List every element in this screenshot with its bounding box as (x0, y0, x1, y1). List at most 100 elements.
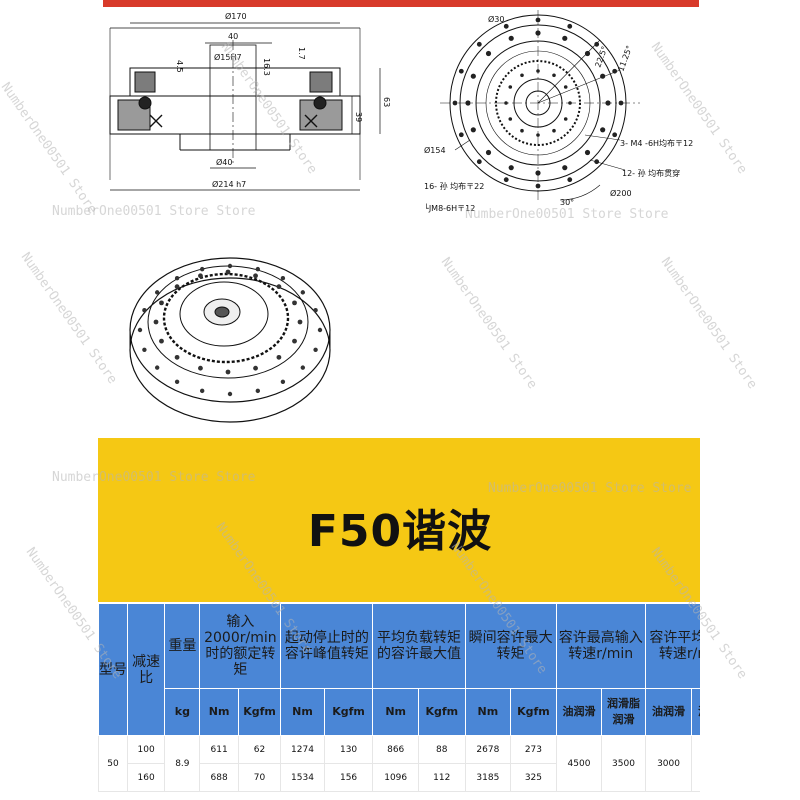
bolt-hole-icon (142, 308, 147, 313)
cell-value: 62 (237, 735, 282, 764)
technical-drawing: Ø170 40 Ø15H7 4.5 16.3 1.7 39 63 Ø40 Ø21… (109, 10, 693, 423)
bolt-hole-icon (313, 308, 318, 313)
bolt-hole-icon (535, 170, 541, 176)
unit-kgfm-1: Kgfm (237, 688, 282, 736)
bolt-hole-icon (508, 117, 513, 121)
cell-speed-avg-grease: 2 (691, 735, 700, 792)
bolt-hole-icon (470, 127, 476, 133)
bolt-hole-icon (253, 365, 258, 371)
unit-oil-1: 油润滑 (555, 688, 603, 736)
bolt-hole-icon (255, 266, 261, 272)
cell-model: 50 (98, 735, 128, 792)
bolt-hole-icon (476, 41, 482, 47)
bolt-hole-icon (535, 17, 541, 23)
bolt-hole-icon (503, 177, 509, 183)
bolt-hole-icon (225, 269, 231, 275)
cell-value: 3185 (464, 763, 512, 792)
cell-value: 1096 (372, 763, 419, 792)
unit-kgfm-2: Kgfm (323, 688, 374, 736)
cell-value: 88 (417, 735, 466, 764)
unit-kgfm-3: Kgfm (417, 688, 466, 736)
bolt-hole-icon (503, 23, 509, 29)
bolt-hole-icon (536, 69, 540, 73)
bolt-hole-icon (227, 391, 233, 397)
dim-a30: 30° (560, 198, 574, 207)
bolt-hole-icon (508, 35, 514, 41)
dim-h63: 63 (382, 97, 391, 107)
bolt-hole-icon (562, 165, 568, 171)
unit-grease-1: 润滑脂润滑 (601, 688, 646, 736)
bolt-hole-icon (584, 149, 591, 156)
bolt-hole-icon (292, 338, 297, 344)
bolt-hole-icon (174, 276, 180, 281)
bolt-hole-icon (297, 319, 303, 325)
dim-d154: Ø154 (424, 145, 446, 155)
unit-grease-2: 润滑脂 (691, 688, 700, 736)
bolt-hole-icon (300, 365, 306, 370)
bolt-hole-icon (618, 100, 624, 106)
bolt-hole-icon (552, 128, 556, 133)
bolt-hole-icon (504, 101, 508, 105)
bolt-hole-icon (452, 100, 458, 106)
bolt-hole-icon (563, 85, 568, 89)
bolt-hole-icon (535, 183, 541, 189)
dim-h39: 39 (354, 112, 363, 122)
bolt-hole-icon (612, 68, 618, 74)
bolt-hole-icon (508, 85, 513, 89)
dim-h17: 1.7 (297, 47, 306, 60)
cell-weight: 8.9 (164, 735, 201, 792)
note-holes16: 16- 孙 均布〒22 (424, 181, 484, 191)
cell-speed-max-grease: 3500 (601, 735, 646, 792)
header-max-input-speed: 容许最高输入转速r/min (555, 603, 646, 689)
dim-d40: Ø40 (216, 157, 232, 167)
bolt-hole-icon (174, 354, 180, 360)
cell-value: 1274 (280, 735, 325, 764)
bolt-hole-icon (535, 30, 541, 36)
bolt-hole-icon (605, 100, 611, 106)
bolt-hole-icon (485, 50, 492, 57)
bolt-hole-icon (552, 73, 556, 78)
bolt-hole-icon (612, 132, 618, 138)
bolt-hole-icon (317, 327, 323, 333)
unit-nm-2: Nm (280, 688, 325, 736)
bolt-hole-icon (255, 388, 261, 394)
cell-value: 688 (199, 763, 239, 792)
bolt-hole-icon (470, 73, 476, 79)
bolt-hole-icon (536, 133, 540, 137)
bolt-hole-icon (280, 379, 286, 384)
front-view-drawing (440, 10, 640, 201)
header-peak-torque: 起动停止时的容许峰值转矩 (280, 603, 374, 689)
unit-nm-3: Nm (372, 688, 419, 736)
dim-h163: 16.3 (262, 58, 271, 76)
isometric-view-drawing (129, 257, 331, 423)
header-model: 型号 (98, 603, 128, 736)
note-m4: 3- M4 -6H均布〒12 (620, 138, 693, 148)
product-title: F50谐波 (307, 506, 493, 557)
bolt-hole-icon (458, 132, 464, 138)
header-avg-load-torque: 平均负载转矩的容许最大值 (372, 603, 466, 689)
bolt-hole-icon (600, 127, 606, 133)
cell-speed-avg-oil: 3000 (644, 735, 693, 792)
cell-ratio: 100 (126, 735, 166, 764)
bolt-hole-icon (300, 290, 306, 295)
dim-d214: Ø214 h7 (212, 179, 246, 189)
unit-nm-1: Nm (199, 688, 239, 736)
bolt-hole-icon (159, 300, 164, 306)
cell-value: 2678 (464, 735, 512, 764)
bolt-hole-icon (594, 41, 600, 47)
red-top-strip (103, 0, 699, 7)
cell-value: 130 (323, 735, 374, 764)
cell-speed-max-oil: 4500 (555, 735, 603, 792)
cell-value: 112 (417, 763, 466, 792)
dim-w40: 40 (228, 32, 238, 41)
bolt-hole-icon (562, 35, 568, 41)
bolt-hole-icon (142, 347, 147, 352)
cell-ratio: 160 (126, 763, 166, 792)
cell-value: 866 (372, 735, 419, 764)
bolt-hole-icon (485, 149, 492, 156)
bolt-hole-icon (198, 365, 203, 371)
cell-value: 611 (199, 735, 239, 764)
bolt-hole-icon (174, 379, 180, 384)
bolt-hole-icon (159, 338, 164, 344)
header-rated-torque: 输入2000r/min时的额定转矩 (199, 603, 282, 689)
